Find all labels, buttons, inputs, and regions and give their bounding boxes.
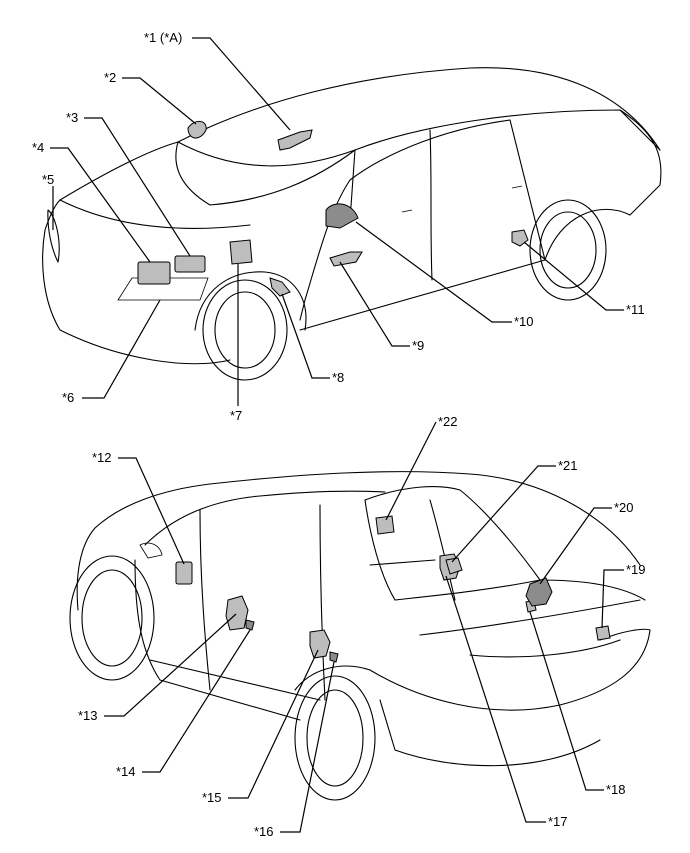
part-2-outer-mirror xyxy=(187,121,207,139)
part-7-sensor xyxy=(229,239,253,265)
callout-9: *9 xyxy=(412,338,424,353)
callout-21: *21 xyxy=(558,458,578,473)
part-12-module xyxy=(175,561,193,585)
part-20-lock-actuator xyxy=(525,577,553,607)
callout-18: *18 xyxy=(606,782,626,797)
callout-20: *20 xyxy=(614,500,634,515)
part-8-sensor xyxy=(269,277,291,297)
vehicle-rear-view xyxy=(69,471,651,801)
callout-14: *14 xyxy=(116,764,136,779)
callout-19: *19 xyxy=(626,562,646,577)
callout-labels: *1 (*A) *2 *3 *4 *5 *6 *7 *8 *9 *10 *11 … xyxy=(32,30,646,839)
callout-11: *11 xyxy=(626,302,645,317)
callout-2: *2 xyxy=(104,70,116,85)
part-3-module xyxy=(174,255,206,273)
vehicle-front-view xyxy=(42,67,662,381)
callout-3: *3 xyxy=(66,110,78,125)
part-1-rear-view-mirror xyxy=(277,129,313,151)
leader-lines xyxy=(50,37,624,833)
part-14-sensor xyxy=(245,619,255,631)
callout-15: *15 xyxy=(202,790,222,805)
callout-4: *4 xyxy=(32,140,44,155)
part-13-door-lock xyxy=(225,595,249,631)
callout-8: *8 xyxy=(332,370,344,385)
callout-1: *1 (*A) xyxy=(144,30,182,45)
callout-17: *17 xyxy=(548,814,568,829)
part-22-module xyxy=(375,515,395,535)
callout-5: *5 xyxy=(42,172,54,187)
callout-22: *22 xyxy=(438,414,458,429)
callout-12: *12 xyxy=(92,450,112,465)
callout-6: *6 xyxy=(62,390,74,405)
part-4-ecu xyxy=(137,261,171,285)
callout-7: *7 xyxy=(230,408,242,423)
part-9-door-handle xyxy=(329,251,363,267)
part-10-door-mirror xyxy=(325,203,359,229)
part-21-actuator xyxy=(445,557,463,575)
callout-16: *16 xyxy=(254,824,274,839)
vehicle-rear-parts xyxy=(175,515,611,663)
callout-10: *10 xyxy=(514,314,534,329)
vehicle-front-parts xyxy=(137,121,529,297)
part-19-sensor xyxy=(595,625,611,641)
callout-13: *13 xyxy=(78,708,98,723)
part-16-sensor xyxy=(329,651,339,663)
part-15-door-lock xyxy=(309,629,331,659)
